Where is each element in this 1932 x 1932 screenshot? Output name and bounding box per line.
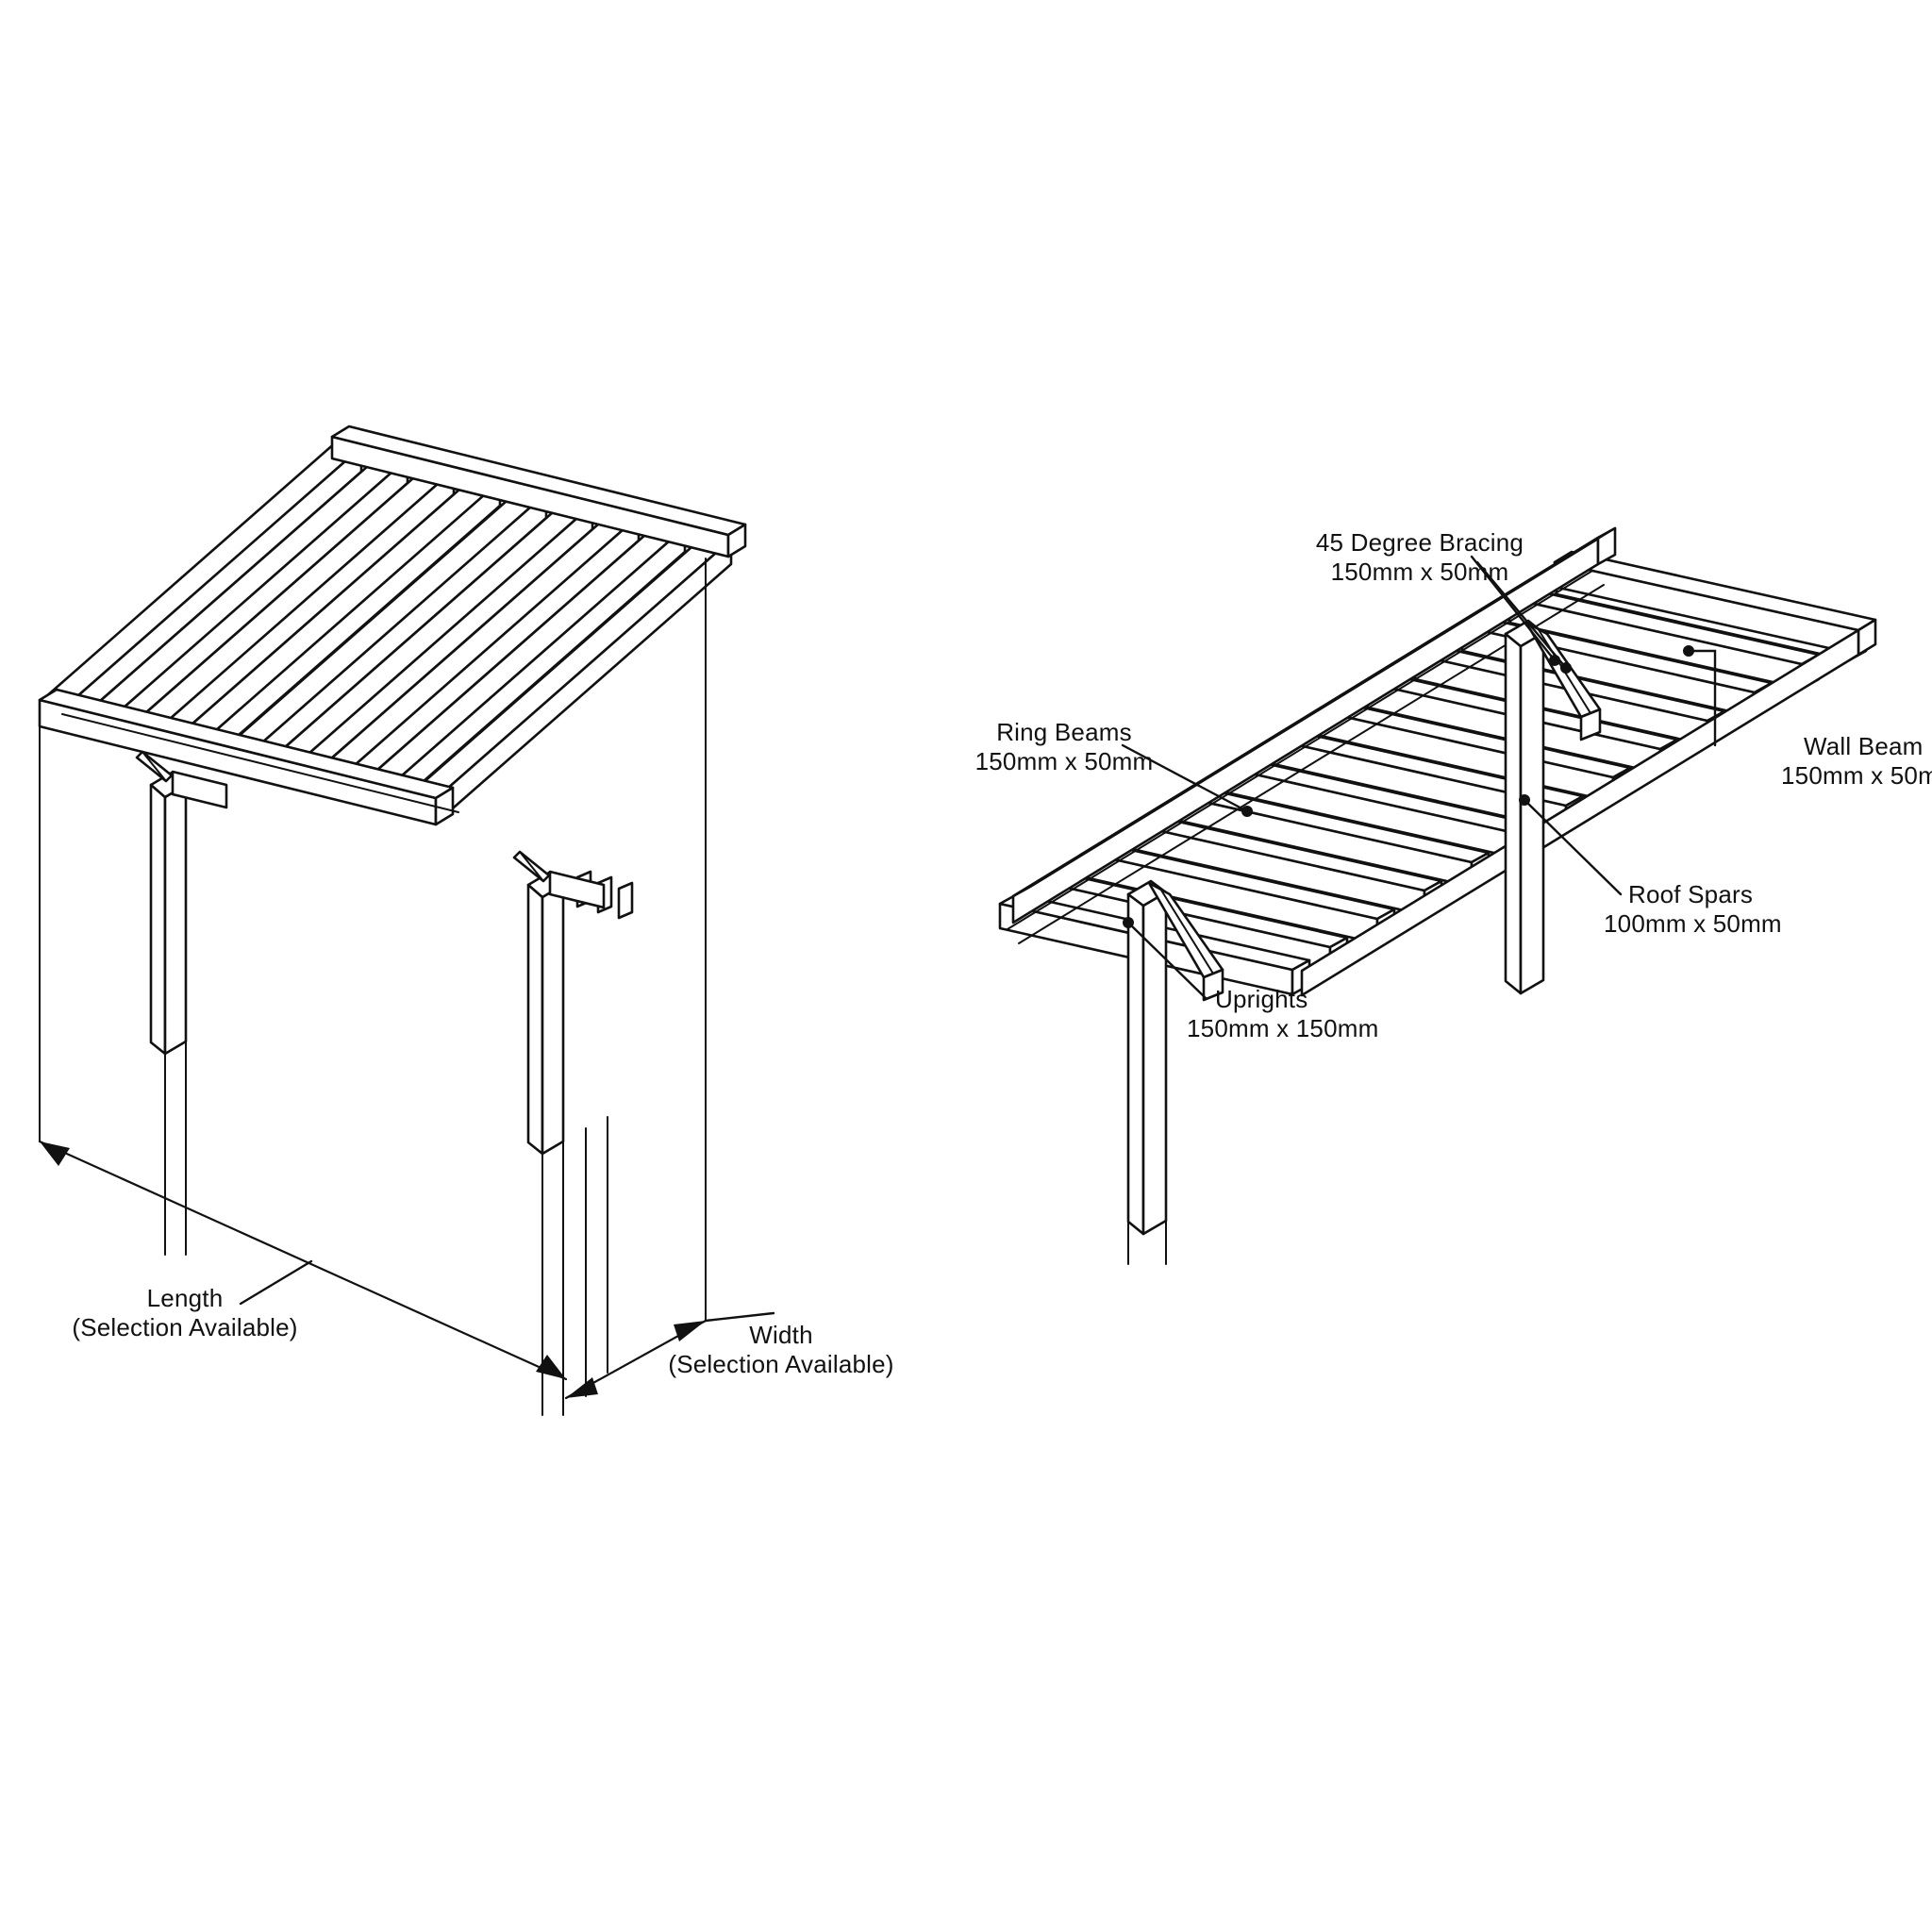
upright-post-right-view-near [1126,879,1168,1236]
overall-isometric-view [0,368,830,1416]
wall-beam-left [330,425,747,558]
dimension-label-width-line2: (Selection Available) [668,1350,893,1378]
detail-isometric-view [998,526,1877,1265]
upright-post-left-front [149,771,188,1056]
projection-lines-left [39,558,707,1416]
callout-roof-spars-line1: Roof Spars [1628,880,1753,908]
dimension-label-width: Width (Selection Available) [668,1321,893,1378]
cleat-left [171,770,228,809]
brace-left-front [135,750,174,783]
post-projection-lines-right [1127,1220,1167,1265]
callout-uprights-line2: 150mm x 150mm [1187,1014,1378,1042]
callout-roof-spars: Roof Spars 100mm x 50mm [1604,880,1782,938]
dimension-label-length: Length (Selection Available) [72,1284,297,1341]
callout-wall-beam-line2: 150mm x 50mm [1781,761,1932,790]
callout-ring-beams-line1: Ring Beams [996,718,1132,746]
brace-right-front [512,850,551,883]
width-dimension [564,1311,775,1400]
upright-post-right-front [526,871,565,1156]
dimension-label-length-line1: Length [147,1284,224,1312]
callout-ring-beams-line2: 150mm x 50mm [975,747,1154,775]
wall-beam-right-lower [1300,619,1876,997]
callout-45-degree-bracing-line2: 150mm x 50mm [1331,558,1509,586]
callout-uprights: Uprights 150mm x 150mm [1187,985,1378,1042]
dimension-label-length-line2: (Selection Available) [72,1313,297,1341]
cleat-right [548,870,606,909]
callout-ring-beams: Ring Beams 150mm x 50mm [975,718,1154,775]
callout-roof-spars-line2: 100mm x 50mm [1604,909,1782,938]
callout-45-degree-bracing-line1: 45 Degree Bracing [1316,528,1524,557]
ring-beam-inner-left [56,689,459,813]
callout-uprights-line1: Uprights [1215,985,1307,1013]
dimension-label-width-line1: Width [749,1321,812,1349]
callout-leaders [1121,555,1717,1000]
length-dimension [38,1140,568,1381]
pergola-overall [0,368,830,1416]
ring-beam-right [1011,526,1617,924]
callout-wall-beam: Wall Beam 150mm x 50mm [1781,732,1932,790]
callout-wall-beam-line1: Wall Beam [1804,732,1924,760]
upright-post-right-view-far [1504,619,1545,995]
callout-45-degree-bracing: 45 Degree Bracing 150mm x 50mm [1316,528,1524,586]
brace-right-view-near [1147,881,1224,1002]
